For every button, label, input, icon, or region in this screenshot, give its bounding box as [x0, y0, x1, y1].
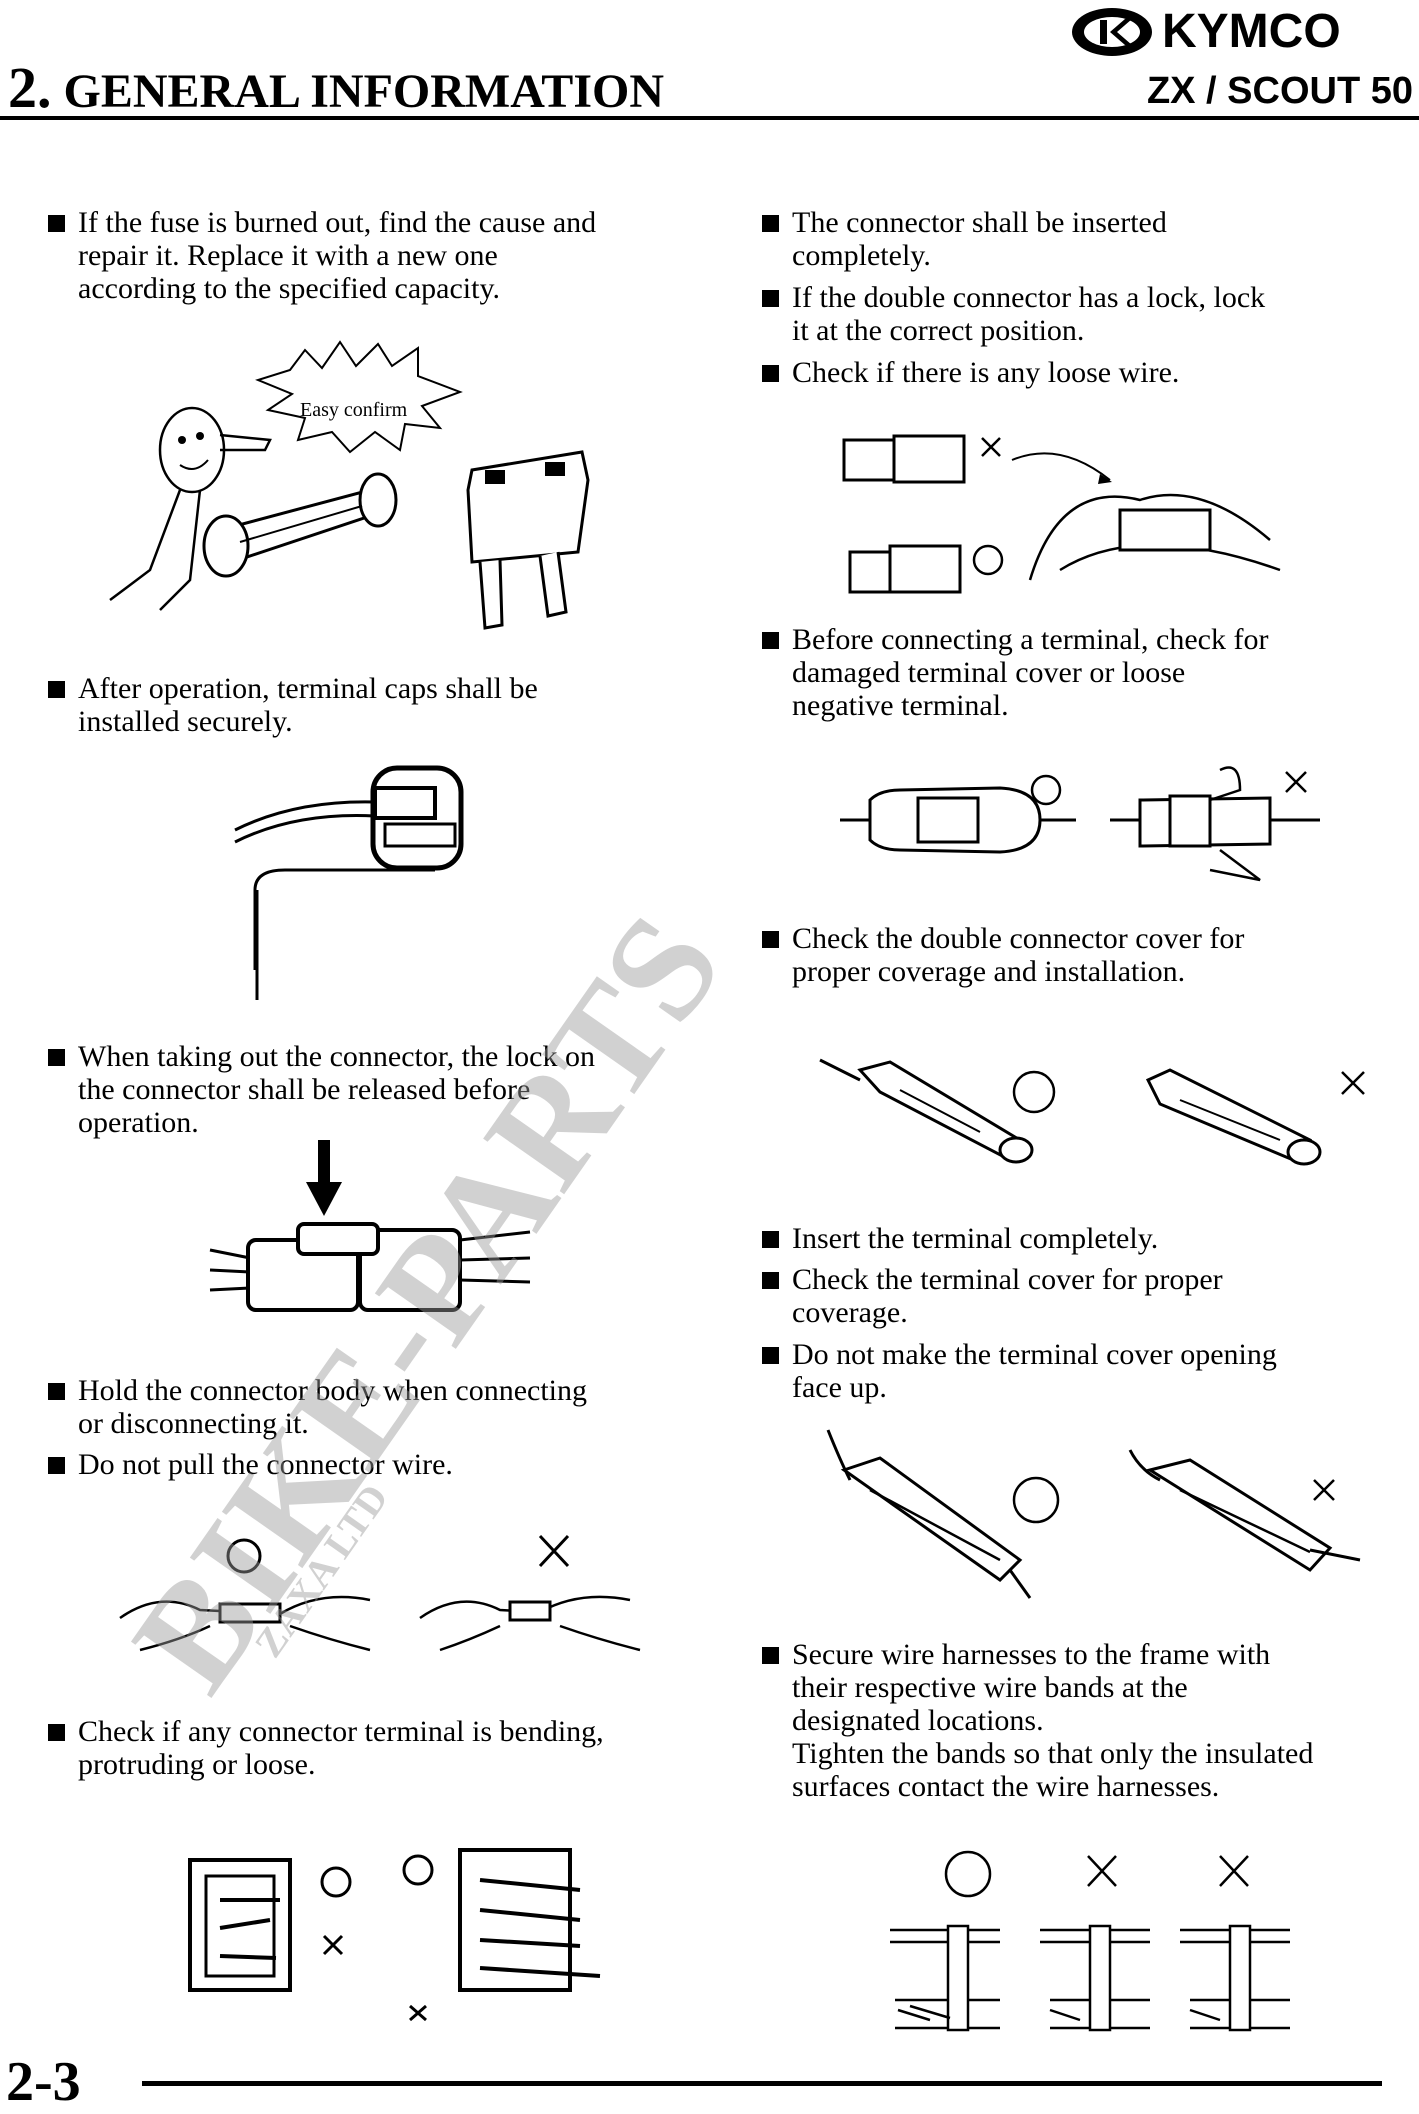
text-line: the connector shall be released before	[78, 1073, 531, 1106]
section-title: GENERAL INFORMATION	[63, 65, 665, 118]
harness-instruction: Secure wire harnesses to the frame with …	[762, 1638, 1419, 1803]
brand-logo: KYMCO	[1070, 5, 1415, 58]
correct-mark-icon	[972, 544, 1004, 576]
fuse-illustration: Easy confirm	[109, 340, 590, 630]
text-line: Hold the connector body when connecting	[78, 1374, 588, 1407]
text-line: negative terminal.	[792, 689, 1009, 722]
bending-instruction: Check if any connector terminal is bendi…	[48, 1715, 718, 1781]
inserted-instruction: The connector shall be inserted complete…	[762, 206, 1419, 272]
text-line: designated locations.	[792, 1704, 1044, 1737]
text-line: damaged terminal cover or loose	[792, 656, 1186, 689]
page-title: 2. GENERAL INFORMATION	[8, 54, 664, 121]
connector-lock-instruction: When taking out the connector, the lock …	[48, 1040, 718, 1139]
text-line: completely.	[792, 239, 931, 272]
text-line: The connector shall be inserted	[792, 206, 1167, 239]
fuse-instruction: If the fuse is burned out, find the caus…	[48, 206, 718, 305]
blade-fuse-icon	[466, 450, 590, 630]
wrong-mark-icon	[981, 437, 1001, 457]
terminal-cover-check-illustration	[840, 766, 1320, 882]
wire-band-illustration	[890, 1850, 1290, 2032]
double-cover-illustration	[819, 1058, 1365, 1166]
terminal-cap-illustration	[234, 765, 464, 1000]
wrong-mark-icon	[1285, 771, 1307, 793]
correct-mark-icon	[1030, 774, 1062, 806]
text-line: Before connecting a terminal, check for	[792, 623, 1269, 656]
text-line: face up.	[792, 1371, 887, 1404]
terminal-insert-illustration	[826, 1429, 1361, 1599]
text-line: or disconnecting it.	[78, 1407, 309, 1440]
text-line: If the fuse is burned out, find the caus…	[78, 206, 597, 239]
wrong-mark-icon	[409, 2004, 427, 2022]
text-line: it at the correct position.	[792, 314, 1085, 347]
connector-insertion-illustration	[842, 434, 1281, 594]
text-line: their respective wire bands at the	[792, 1671, 1188, 1704]
correct-mark-icon	[226, 1538, 262, 1574]
wrong-mark-icon	[1313, 1479, 1335, 1501]
text-line: Tighten the bands so that only the insul…	[792, 1737, 1314, 1770]
terminal-cover-instruction: Before connecting a terminal, check for …	[762, 623, 1419, 722]
hold-body-instruction: Hold the connector body when connecting …	[48, 1374, 718, 1440]
correct-mark-icon	[402, 1854, 434, 1886]
text-line: according to the specified capacity.	[78, 272, 501, 305]
text-line: After operation, terminal caps shall be	[78, 672, 538, 705]
brand-name: KYMCO	[1162, 5, 1341, 58]
correct-mark-icon	[944, 1850, 992, 1898]
terminal-bending-illustration	[188, 1848, 601, 2022]
hands-connector-illustration	[119, 1534, 641, 1652]
fuse-character-icon	[109, 406, 272, 611]
down-arrow-icon	[306, 1140, 342, 1216]
pull-wire-instruction: Do not pull the connector wire.	[48, 1448, 718, 1481]
wrong-mark-icon	[322, 1934, 344, 1956]
loose-wire-instruction: Check if there is any loose wire.	[762, 356, 1419, 389]
wrong-mark-icon	[538, 1534, 570, 1568]
correct-mark-icon	[320, 1866, 352, 1898]
terminal-caps-instruction: After operation, terminal caps shall be …	[48, 672, 718, 738]
text-line: Do not make the terminal cover opening	[792, 1338, 1277, 1371]
text-line: Check if any connector terminal is bendi…	[78, 1715, 604, 1748]
text-line: proper coverage and installation.	[792, 955, 1186, 988]
text-line: Do not pull the connector wire.	[78, 1448, 453, 1481]
text-line: coverage.	[792, 1296, 908, 1329]
text-line: If the double connector has a lock, lock	[792, 281, 1266, 314]
text-line: Secure wire harnesses to the frame with	[792, 1638, 1271, 1671]
text-line: installed securely.	[78, 705, 293, 738]
correct-mark-icon	[1012, 1476, 1060, 1524]
text-line: Insert the terminal completely.	[792, 1222, 1159, 1255]
text-line: operation.	[78, 1106, 199, 1139]
connector-release-illustration	[209, 1140, 531, 1312]
text-line: repair it. Replace it with a new one	[78, 239, 498, 272]
logo-mark-icon	[1072, 8, 1152, 56]
wrong-mark-icon	[1087, 1855, 1117, 1887]
header-rule	[0, 116, 1419, 120]
wrong-mark-icon	[1219, 1855, 1249, 1887]
opening-face-instruction: Do not make the terminal cover opening f…	[762, 1338, 1419, 1404]
callout-text: Easy confirm	[300, 399, 408, 421]
text-line: protruding or loose.	[78, 1748, 316, 1781]
correct-mark-icon	[1012, 1070, 1056, 1114]
page-number: 2-3	[6, 2051, 81, 2113]
text-line: When taking out the connector, the lock …	[78, 1040, 595, 1073]
cylinder-fuse-icon	[202, 472, 398, 578]
double-cover-instruction: Check the double connector cover for pro…	[762, 922, 1419, 988]
wrong-mark-icon	[1341, 1071, 1365, 1095]
text-line: surfaces contact the wire harnesses.	[792, 1770, 1220, 1803]
section-number: 2.	[8, 55, 52, 120]
text-line: Check the terminal cover for proper	[792, 1263, 1223, 1296]
text-line: Check if there is any loose wire.	[792, 356, 1180, 389]
double-lock-instruction: If the double connector has a lock, lock…	[762, 281, 1419, 347]
text-line: Check the double connector cover for	[792, 922, 1245, 955]
model-name: ZX / SCOUT 50	[1146, 70, 1413, 112]
footer-rule	[142, 2081, 1382, 2086]
insert-terminal-instruction: Insert the terminal completely.	[762, 1222, 1419, 1255]
cover-coverage-instruction: Check the terminal cover for proper cove…	[762, 1263, 1419, 1329]
